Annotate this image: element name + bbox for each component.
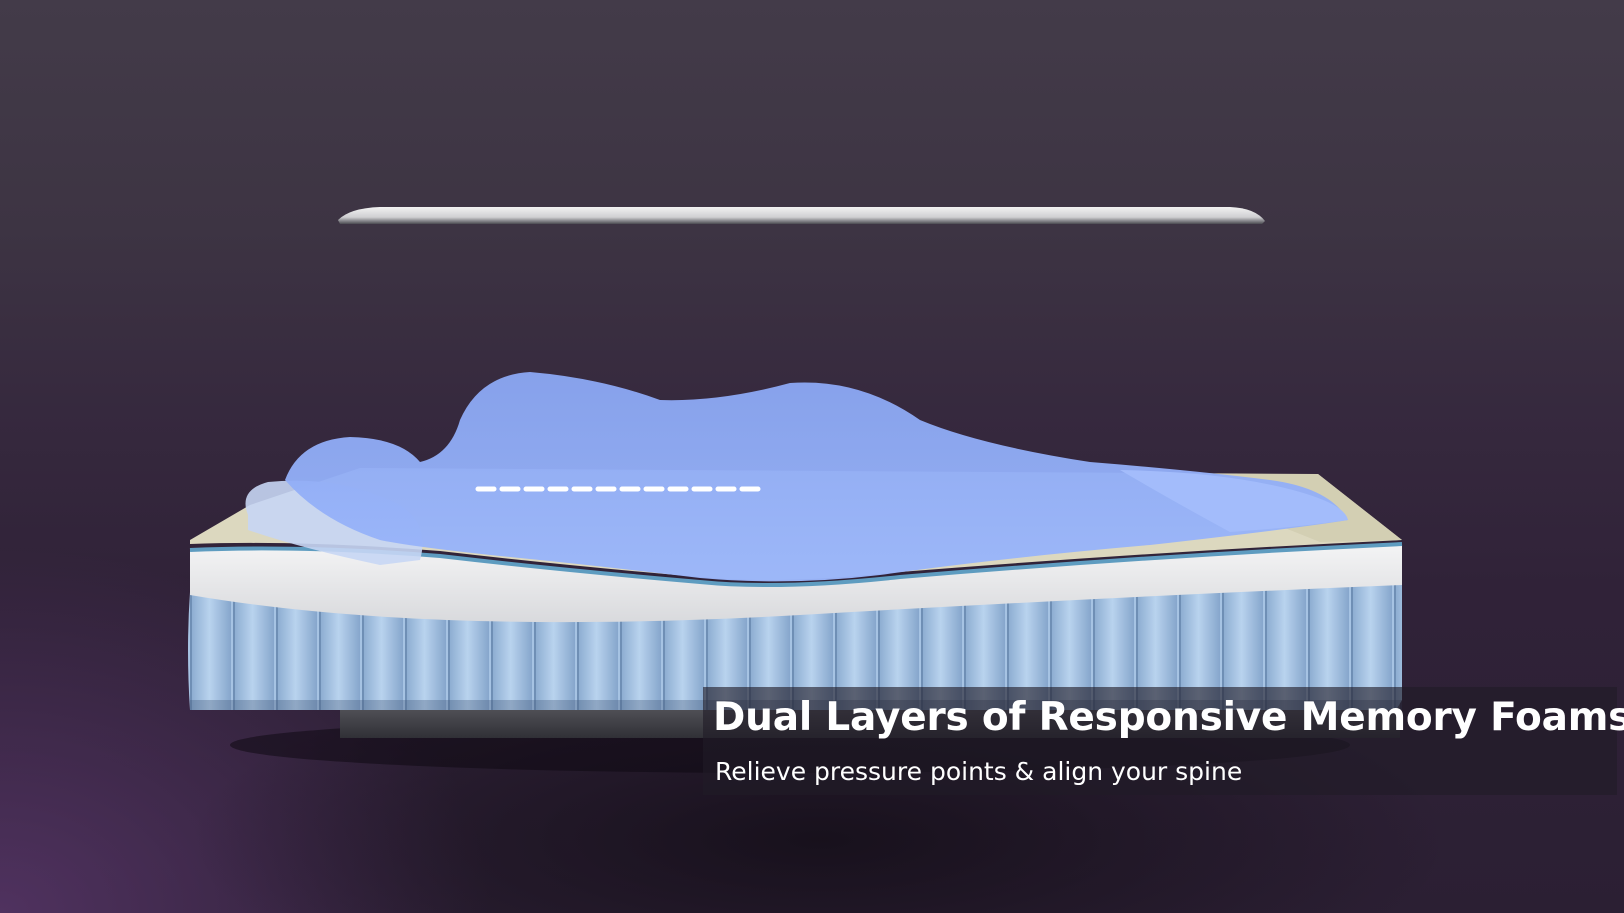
caption-panel: Dual Layers of Responsive Memory Foams R… [703,687,1624,795]
mattress-topper [338,207,1265,224]
pocket-coil-layer [188,582,1402,710]
caption-subtitle: Relieve pressure points & align your spi… [715,757,1243,786]
body-silhouette [285,372,1348,582]
caption-title: Dual Layers of Responsive Memory Foams [713,695,1624,740]
